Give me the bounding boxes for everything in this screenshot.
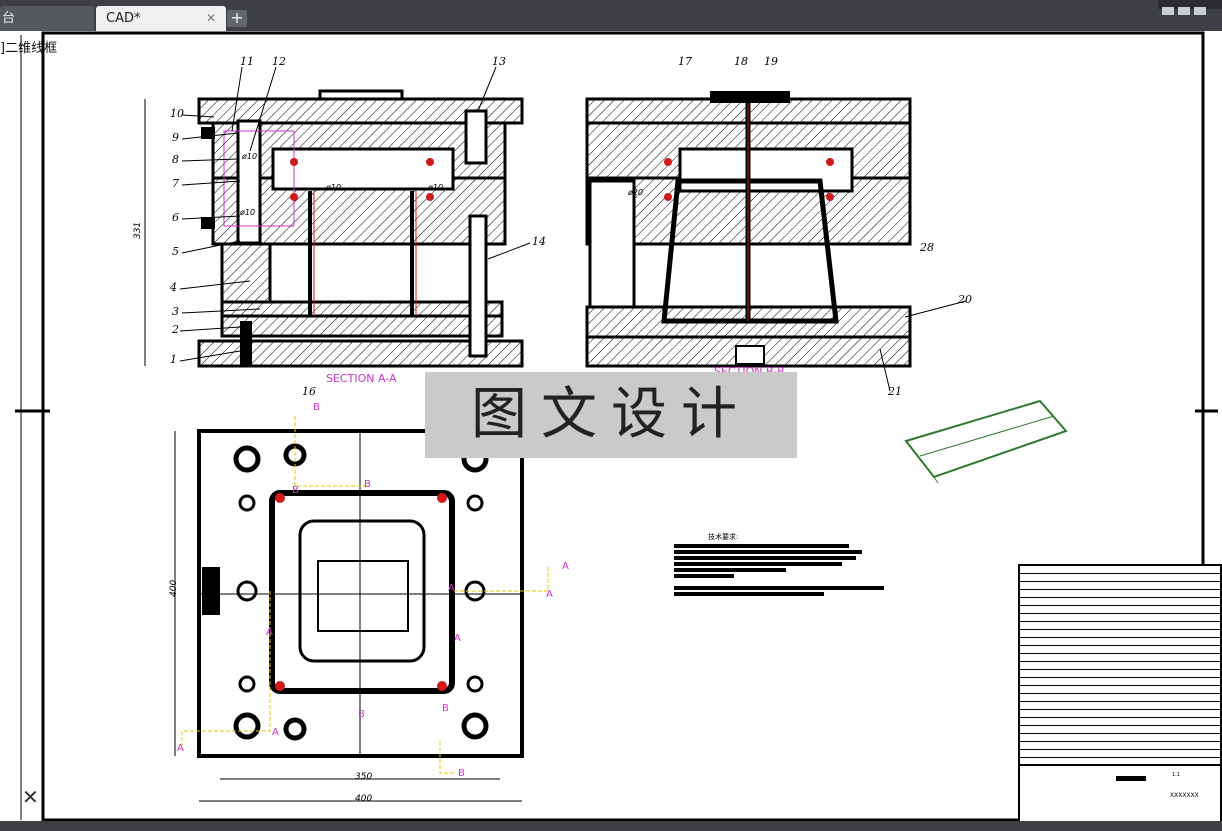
drawing-code: XXXXXXX [1170,792,1199,799]
cut-letter-b: B [313,402,320,413]
part-number-1: 1 [170,353,177,366]
sheet-border [41,31,1205,821]
part-number-20: 20 [957,293,972,306]
tab-cad-drawing[interactable]: CAD* ✕ [96,6,226,31]
title-block: 1:1 XXXXXXX [1018,764,1222,824]
dimension-height: 331 [133,222,143,239]
part-number-14: 14 [532,235,546,248]
cut-letter-a: A [454,633,461,644]
cut-letter-a: A [266,627,273,638]
cut-letter-b: B [358,709,365,720]
drawing-canvas[interactable]: ]二维线框 [0,31,1222,824]
section-a-a-label: SECTION A-A [326,372,397,385]
cut-letter-b: B [292,485,299,496]
cut-letter-a: A [448,583,455,594]
part-number-13: 13 [492,55,506,68]
part-3d-preview [904,399,1068,484]
part-number-28: 28 [919,241,934,254]
part-number-17: 17 [678,55,692,68]
part-number-9: 9 [172,131,179,144]
window-tool-icon[interactable] [1194,7,1206,15]
diameter-callout: ø10 [325,183,341,192]
tab-bar: 台 CAD* ✕ + [0,0,1222,31]
part-number-18: 18 [734,55,748,68]
part-number-5: 5 [172,245,179,258]
part-number-6: 6 [172,211,179,224]
diameter-callout: ø10 [241,152,257,161]
cut-letter-a: A [272,727,279,738]
cut-letter-a: A [562,561,569,572]
part-number-3: 3 [172,305,179,318]
cut-letter-b: B [458,768,465,779]
tab-cad-label: CAD* [106,11,141,26]
tab-start[interactable]: 台 [0,6,94,31]
part-number-4: 4 [169,281,177,294]
cut-letter-a: A [546,589,553,600]
cut-letter-a: A [177,743,184,754]
watermark: 图文设计 [425,372,797,458]
part-number-8: 8 [172,153,179,166]
dimension-plan-height: 400 [169,580,179,597]
technical-notes: 技术要求: [674,532,934,596]
window-controls [1158,0,1222,15]
part-number-2: 2 [171,323,179,336]
cad-drawing: 1 2 3 4 5 6 7 8 9 10 11 12 13 14 16 17 1… [15,31,1218,821]
part-number-16: 16 [302,385,316,398]
cut-letter-b: B [364,479,371,490]
tab-start-label: 台 [2,11,16,26]
diameter-callout: ø10 [427,183,443,192]
close-icon[interactable]: ✕ [22,785,39,809]
section-a-a-view [144,89,524,368]
scale-ratio: 1:1 [1172,772,1181,778]
cut-letter-b: B [442,703,449,714]
dimension-inner-width: 350 [355,772,372,782]
part-number-21: 21 [887,385,902,398]
new-tab-button[interactable]: + [227,10,247,27]
diameter-callout: ø20 [627,188,643,197]
part-number-11: 11 [240,55,254,68]
notes-title: 技术要求: [708,533,739,541]
dimension-outer-width: 400 [355,794,372,804]
diameter-callout: ø10 [239,208,255,217]
status-bar [0,821,1222,831]
plan-view [174,416,549,802]
drawing-name [1116,776,1146,781]
part-number-12: 12 [272,55,286,68]
part-number-10: 10 [170,107,184,120]
window-tool-icon[interactable] [1162,7,1174,15]
close-tab-icon[interactable]: ✕ [205,11,216,25]
part-number-19: 19 [764,55,778,68]
part-number-7: 7 [172,177,179,190]
section-b-b-view [585,91,912,368]
window-tool-icon[interactable] [1178,7,1190,15]
